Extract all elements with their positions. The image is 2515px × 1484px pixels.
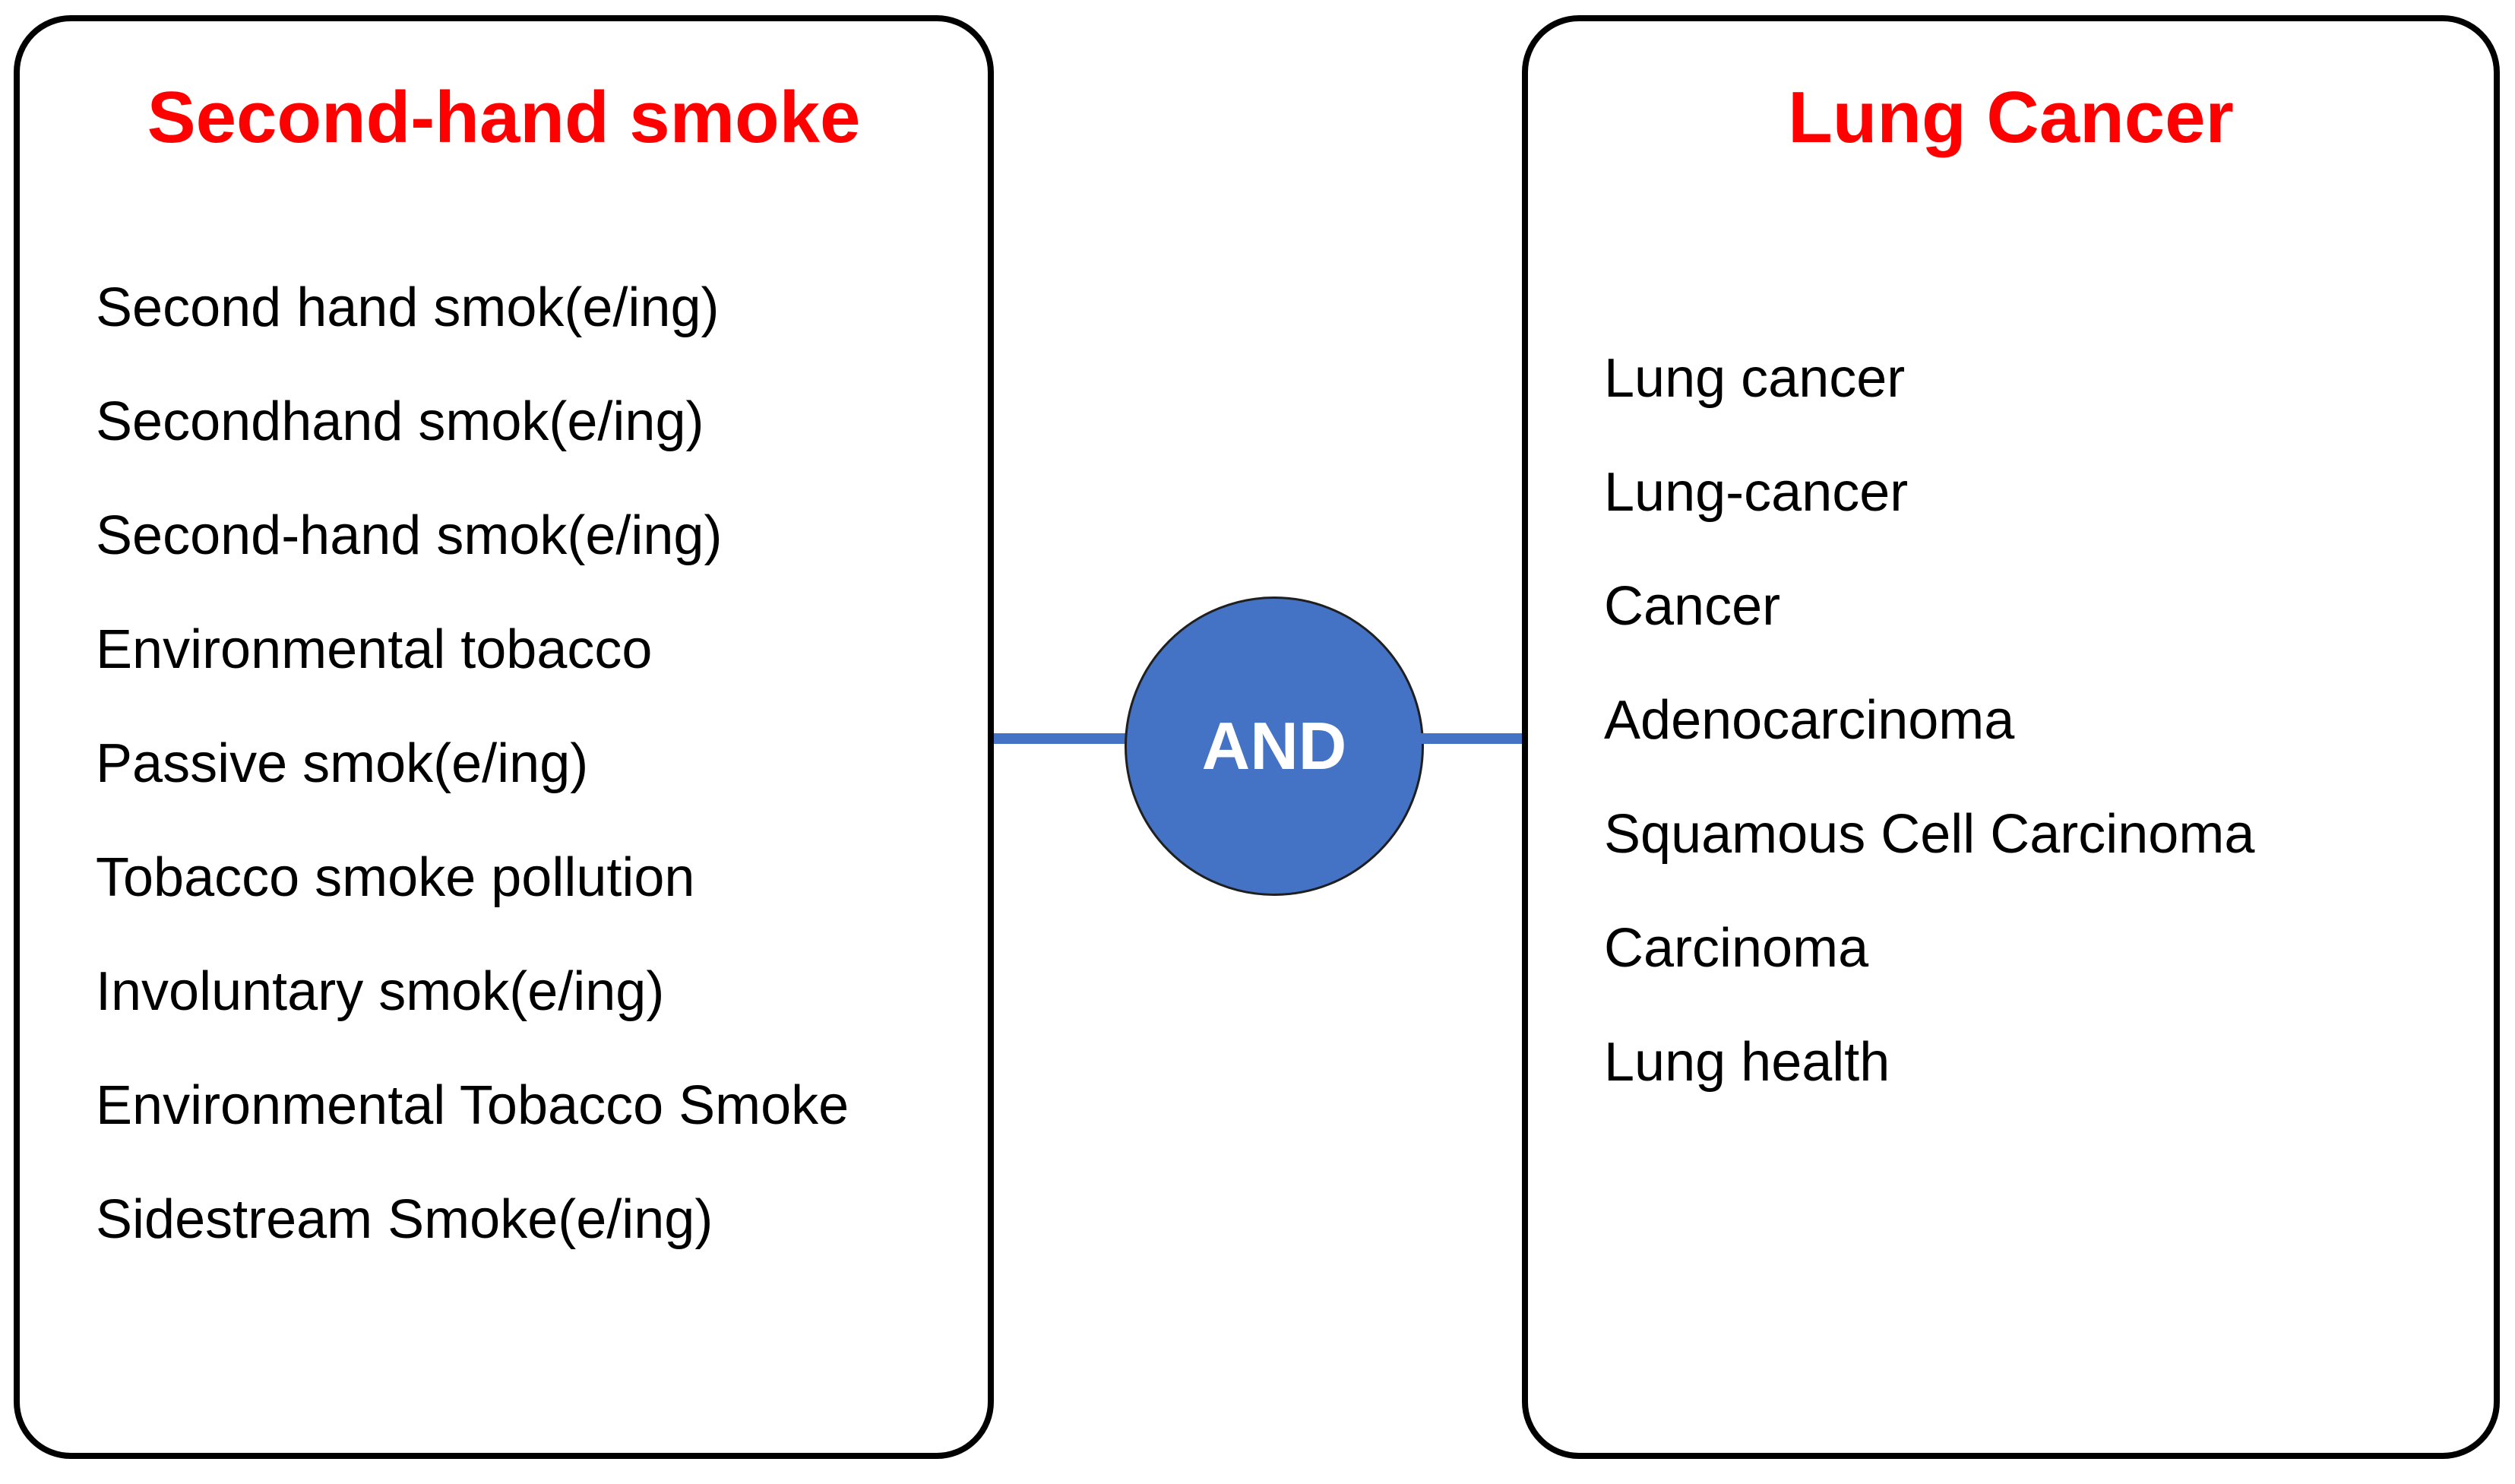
search-term: Involuntary smok(e/ing): [96, 961, 665, 1022]
second-hand-smoke-title: Second-hand smoke: [147, 77, 861, 158]
search-term: Lung-cancer: [1604, 462, 1909, 523]
left-connector-line: [994, 733, 1131, 744]
search-term: Cancer: [1604, 576, 1781, 637]
search-term: Environmental tobacco: [96, 619, 653, 680]
search-term: Lung health: [1604, 1032, 1890, 1093]
search-term: Second hand smok(e/ing): [96, 277, 720, 338]
search-term: Secondhand smok(e/ing): [96, 391, 704, 452]
search-term: Lung cancer: [1604, 348, 1906, 409]
search-term: Second-hand smok(e/ing): [96, 505, 723, 566]
second-hand-smoke-term-list: Second hand smok(e/ing) Secondhand smok(e…: [96, 251, 849, 1277]
search-term: Environmental Tobacco Smoke: [96, 1075, 849, 1136]
lung-cancer-title: Lung Cancer: [1788, 77, 2234, 158]
search-term: Squamous Cell Carcinoma: [1604, 804, 2255, 865]
right-connector-line: [1421, 733, 1522, 744]
search-term: Sidestream Smoke(e/ing): [96, 1189, 713, 1250]
and-operator-node: AND: [1125, 596, 1424, 896]
search-term: Tobacco smoke pollution: [96, 847, 695, 908]
search-term: Adenocarcinoma: [1604, 690, 2015, 751]
search-term: Passive smok(e/ing): [96, 733, 589, 794]
search-term: Carcinoma: [1604, 918, 1869, 979]
and-operator-label: AND: [1201, 708, 1347, 783]
second-hand-smoke-panel: Second-hand smoke Second hand smok(e/ing…: [14, 15, 994, 1459]
